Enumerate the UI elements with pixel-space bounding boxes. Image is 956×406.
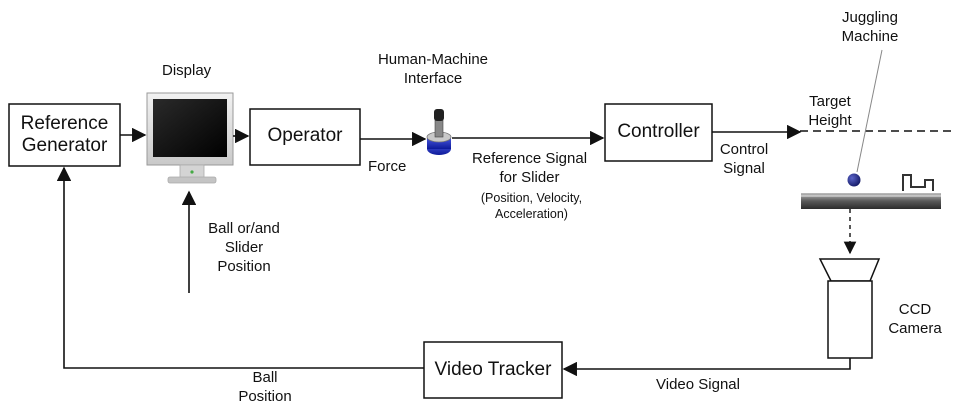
ccd-camera-icon — [818, 258, 881, 359]
controller-label: Controller — [617, 121, 700, 142]
controller-block — [604, 103, 713, 162]
operator-label: Operator — [267, 125, 343, 146]
target-height-label: Target Height — [808, 93, 852, 129]
juggling-machine-icon — [801, 173, 941, 209]
juggling-machine-label: Juggling Machine — [841, 9, 899, 45]
control-signal-label: Control Signal — [719, 141, 769, 177]
ball-slider-position-label: Ball or/and Slider Position — [208, 220, 280, 275]
video-signal-label: Video Signal — [656, 376, 740, 393]
ball-position-label: Ball Position — [238, 369, 292, 405]
hmi-label: Human-Machine Interface — [377, 51, 489, 87]
display-label: Display — [162, 62, 212, 79]
force-label: Force — [368, 158, 407, 175]
reference-signal-label: Reference Signal for Slider — [471, 150, 588, 186]
display-monitor-icon — [146, 92, 234, 184]
joystick-icon — [426, 109, 452, 155]
reference-signal-detail: (Position, Velocity, Acceleration) — [480, 191, 583, 221]
reference-generator-label: Reference Generator — [20, 113, 109, 156]
reference-generator-block — [8, 103, 121, 167]
video-tracker-block — [423, 341, 563, 399]
video-tracker-label: Video Tracker — [434, 359, 552, 380]
operator-block — [249, 108, 361, 166]
ccd-camera-label: CCD Camera — [888, 301, 942, 337]
